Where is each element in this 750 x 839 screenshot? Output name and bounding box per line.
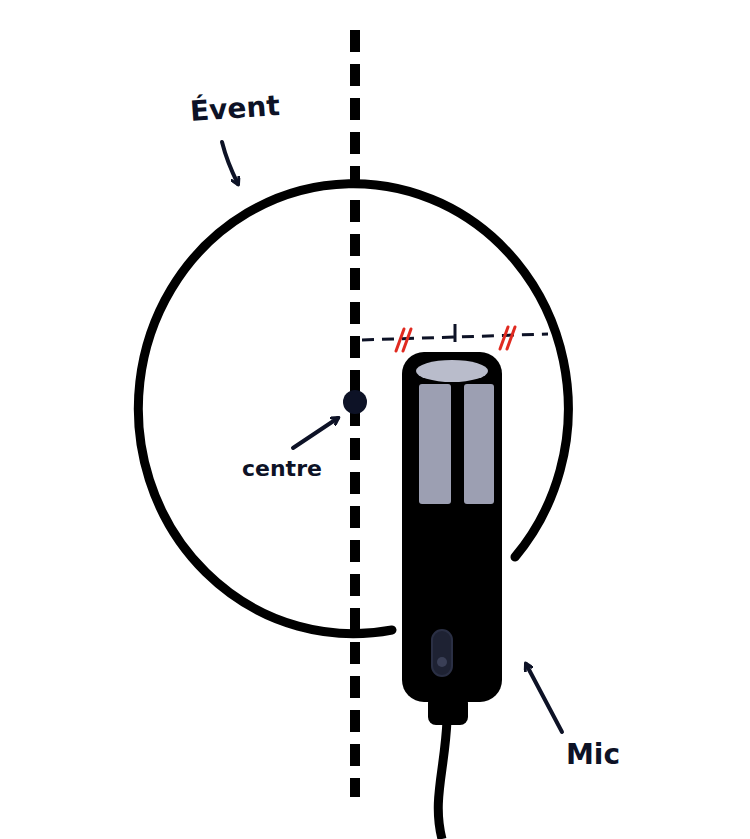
event-arc <box>138 184 568 634</box>
leader-arrow <box>293 418 338 448</box>
microphone <box>402 352 502 839</box>
dimension-tick <box>454 324 457 342</box>
leader-arrow <box>526 664 562 732</box>
leader-arrow <box>222 142 238 184</box>
part-label: centre <box>242 456 322 481</box>
part-label: Mic <box>566 738 620 771</box>
centre-dot <box>343 390 367 414</box>
equal-marks <box>396 327 515 351</box>
part-label: Évent <box>189 89 281 128</box>
